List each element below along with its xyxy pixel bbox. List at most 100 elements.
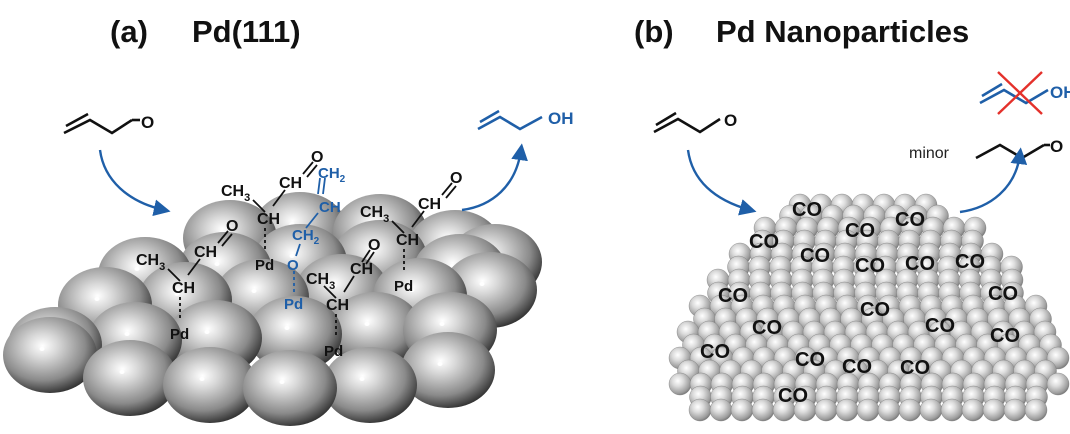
nanoparticle-atom xyxy=(688,398,712,422)
co-molecule: CO xyxy=(900,357,930,379)
pd-atom-highlight xyxy=(279,380,285,384)
cho-group: CH xyxy=(350,261,373,278)
adsorbate-bonds xyxy=(252,161,318,252)
co-molecule: CO xyxy=(845,220,875,242)
nanoparticle-atom xyxy=(1024,398,1048,422)
pd-atom xyxy=(323,347,417,423)
nanoparticle-atom xyxy=(835,398,859,422)
pd-atom xyxy=(83,340,177,416)
panel-b-minor-label: minor xyxy=(909,145,950,162)
co-molecule: CO xyxy=(955,251,985,273)
pd-atom-highlight xyxy=(284,326,290,330)
panel-b-name: Pd Nanoparticles xyxy=(716,14,970,49)
co-molecule: CO xyxy=(752,317,782,339)
pd-atom-highlight xyxy=(439,322,445,326)
co-molecule: CO xyxy=(792,199,822,221)
blue-ch2-top: CH2 xyxy=(318,165,346,185)
pd-atom xyxy=(248,296,342,372)
pd-atom-highlight xyxy=(479,282,485,286)
pd-label: Pd xyxy=(255,257,274,274)
pd-atom-highlight xyxy=(134,267,140,271)
co-molecule: CO xyxy=(905,253,935,275)
pd-atom-highlight xyxy=(214,262,220,266)
pd-atom-highlight xyxy=(124,332,130,336)
panel-a-label: (a) xyxy=(110,14,148,49)
pd-atom xyxy=(328,292,422,368)
adsorbate-bonds xyxy=(391,182,457,273)
pd-atom-highlight xyxy=(251,289,257,293)
pd-label: Pd xyxy=(324,343,343,360)
pd-atom-highlight xyxy=(359,377,365,381)
panel-b-reactant xyxy=(653,111,721,134)
nanoparticle-atom xyxy=(877,398,901,422)
panel-a-out-arrow xyxy=(461,143,528,212)
red-cross-icon xyxy=(997,71,1043,115)
oxygen-atom: O xyxy=(311,149,323,166)
panel-a-product-hydroxyl: OH xyxy=(548,109,574,128)
nanoparticle-atom xyxy=(814,398,838,422)
blue-oxygen: O xyxy=(287,257,299,274)
pd-atom xyxy=(163,347,257,423)
co-molecule: CO xyxy=(860,299,890,321)
co-molecule: CO xyxy=(718,285,748,307)
adsorbate-bonds xyxy=(323,249,375,338)
methyl-group: CH3 xyxy=(221,183,250,204)
cho-group: CH xyxy=(279,175,302,192)
blue-ch2-mid: CH2 xyxy=(292,227,320,247)
pd111-surface xyxy=(3,192,542,426)
co-molecule: CO xyxy=(855,255,885,277)
panel-b-crossed-hydroxyl: OH xyxy=(1050,83,1070,102)
panel-b-out-arrow xyxy=(959,147,1028,214)
blue-pd: Pd xyxy=(284,296,303,313)
co-molecule: CO xyxy=(700,341,730,363)
panel-b-minor-oxygen: O xyxy=(1050,137,1063,156)
nanoparticle-atom xyxy=(898,398,922,422)
ch-group: CH xyxy=(396,232,419,249)
ch-group: CH xyxy=(257,211,280,228)
co-molecule: CO xyxy=(842,356,872,378)
oxygen-atom: O xyxy=(450,170,462,187)
co-molecule: CO xyxy=(990,325,1020,347)
panel-b-minor-product xyxy=(975,143,1050,160)
panel-a-in-arrow xyxy=(98,149,171,217)
pd-atom-highlight xyxy=(199,377,205,381)
nanoparticle-atom xyxy=(961,398,985,422)
nanoparticle-atom xyxy=(709,398,733,422)
pd-label: Pd xyxy=(170,326,189,343)
nanoparticle-atom xyxy=(919,398,943,422)
panel-b-reactant-oxygen: O xyxy=(724,111,737,130)
pd-atom xyxy=(243,350,337,426)
pd-atom-highlight xyxy=(331,284,337,288)
nanoparticle-atom xyxy=(751,398,775,422)
pd-atom-highlight xyxy=(409,288,415,292)
methyl-group: CH3 xyxy=(136,252,165,273)
allyloxy-bonds xyxy=(293,177,326,292)
pd-nanoparticle xyxy=(668,193,1070,422)
panel-a-reactant xyxy=(63,112,140,135)
nanoparticle-atom xyxy=(1003,398,1027,422)
co-molecule: CO xyxy=(988,283,1018,305)
blue-ch: CH xyxy=(319,199,341,216)
oxygen-atom: O xyxy=(226,218,238,235)
co-molecule: CO xyxy=(800,245,830,267)
co-molecule: CO xyxy=(778,385,808,407)
methyl-group: CH3 xyxy=(306,271,335,292)
oxygen-atom: O xyxy=(368,237,380,254)
panel-a-reactant-oxygen: O xyxy=(141,113,154,132)
pd-label: Pd xyxy=(394,278,413,295)
ch-group: CH xyxy=(172,280,195,297)
cho-group: CH xyxy=(418,196,441,213)
adsorbate-bonds xyxy=(167,230,233,321)
pd-atom-highlight xyxy=(94,297,100,301)
panel-b-in-arrow xyxy=(686,149,757,216)
panel-a-product xyxy=(477,109,543,131)
pd-atom xyxy=(3,317,97,393)
pd-atom-highlight xyxy=(39,347,45,351)
nanoparticle-atom xyxy=(940,398,964,422)
pd-atom-highlight xyxy=(364,322,370,326)
cho-group: CH xyxy=(194,244,217,261)
pd-atom-highlight xyxy=(437,362,443,366)
pd-atom-highlight xyxy=(174,292,180,296)
